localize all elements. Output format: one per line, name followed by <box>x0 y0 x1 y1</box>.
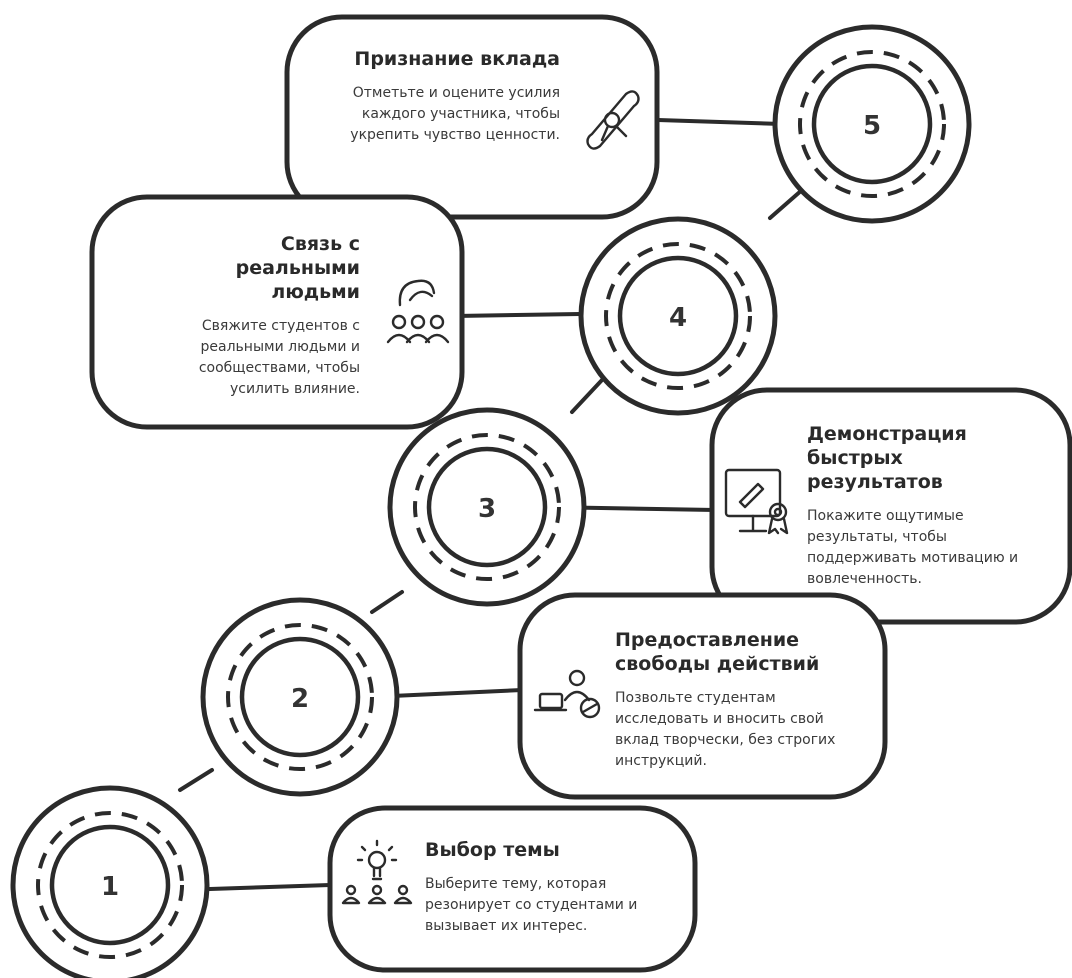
step-3-badge: 3 <box>387 407 587 607</box>
step-4-title: Связь с реальными людьми <box>235 233 360 303</box>
step-5-card <box>284 14 660 220</box>
step-4-number: 4 <box>669 303 687 333</box>
step-5-description: Отметьте и оцените усилия каждого участн… <box>350 85 560 143</box>
diploma-scroll-icon <box>586 90 640 150</box>
connector-3-4 <box>570 378 604 414</box>
connector-5-card <box>656 118 784 126</box>
laptop-user-icon <box>533 669 601 719</box>
step-4-text: Связь с реальными людьми Свяжите студент… <box>160 232 360 400</box>
step-1-title: Выбор темы <box>425 839 560 861</box>
step-1-badge: 1 <box>10 785 210 978</box>
step-4-description: Свяжите студентов с реальными людьми и с… <box>198 318 360 397</box>
step-2-number: 2 <box>291 684 309 714</box>
step-1-text: Выбор темы Выберите тему, которая резони… <box>425 838 680 937</box>
step-3-title: Демонстрация быстрых результатов <box>807 423 967 493</box>
step-2-text: Предоставление свободы действий Позвольт… <box>615 628 855 772</box>
connector-4-card <box>453 312 582 318</box>
connector-1-2 <box>178 768 214 792</box>
step-2-description: Позвольте студентам исследовать и вносит… <box>615 690 836 769</box>
step-1-description: Выберите тему, которая резонирует со сту… <box>425 876 638 934</box>
step-5-title: Признание вклада <box>354 48 560 70</box>
step-3-card <box>709 387 1072 625</box>
step-5-number: 5 <box>863 111 881 141</box>
step-2-card <box>517 592 888 800</box>
step-3-number: 3 <box>478 494 496 524</box>
step-4-badge: 4 <box>578 216 778 416</box>
connector-2-3 <box>370 590 404 614</box>
step-5-badge: 5 <box>772 24 972 224</box>
step-1-card <box>327 805 698 973</box>
community-network-icon <box>386 279 450 344</box>
step-3-text: Демонстрация быстрых результатов Покажит… <box>807 422 1042 590</box>
step-2-title: Предоставление свободы действий <box>615 629 820 675</box>
lightbulb-audience-icon <box>341 839 413 905</box>
connector-4-5 <box>768 188 804 220</box>
step-2-badge: 2 <box>200 597 400 797</box>
monitor-award-icon <box>724 468 789 535</box>
step-3-description: Покажите ощутимые результаты, чтобы подд… <box>807 508 1019 587</box>
step-1-number: 1 <box>101 872 119 902</box>
step-5-text: Признание вклада Отметьте и оцените усил… <box>325 47 560 146</box>
step-4-card <box>89 194 465 430</box>
